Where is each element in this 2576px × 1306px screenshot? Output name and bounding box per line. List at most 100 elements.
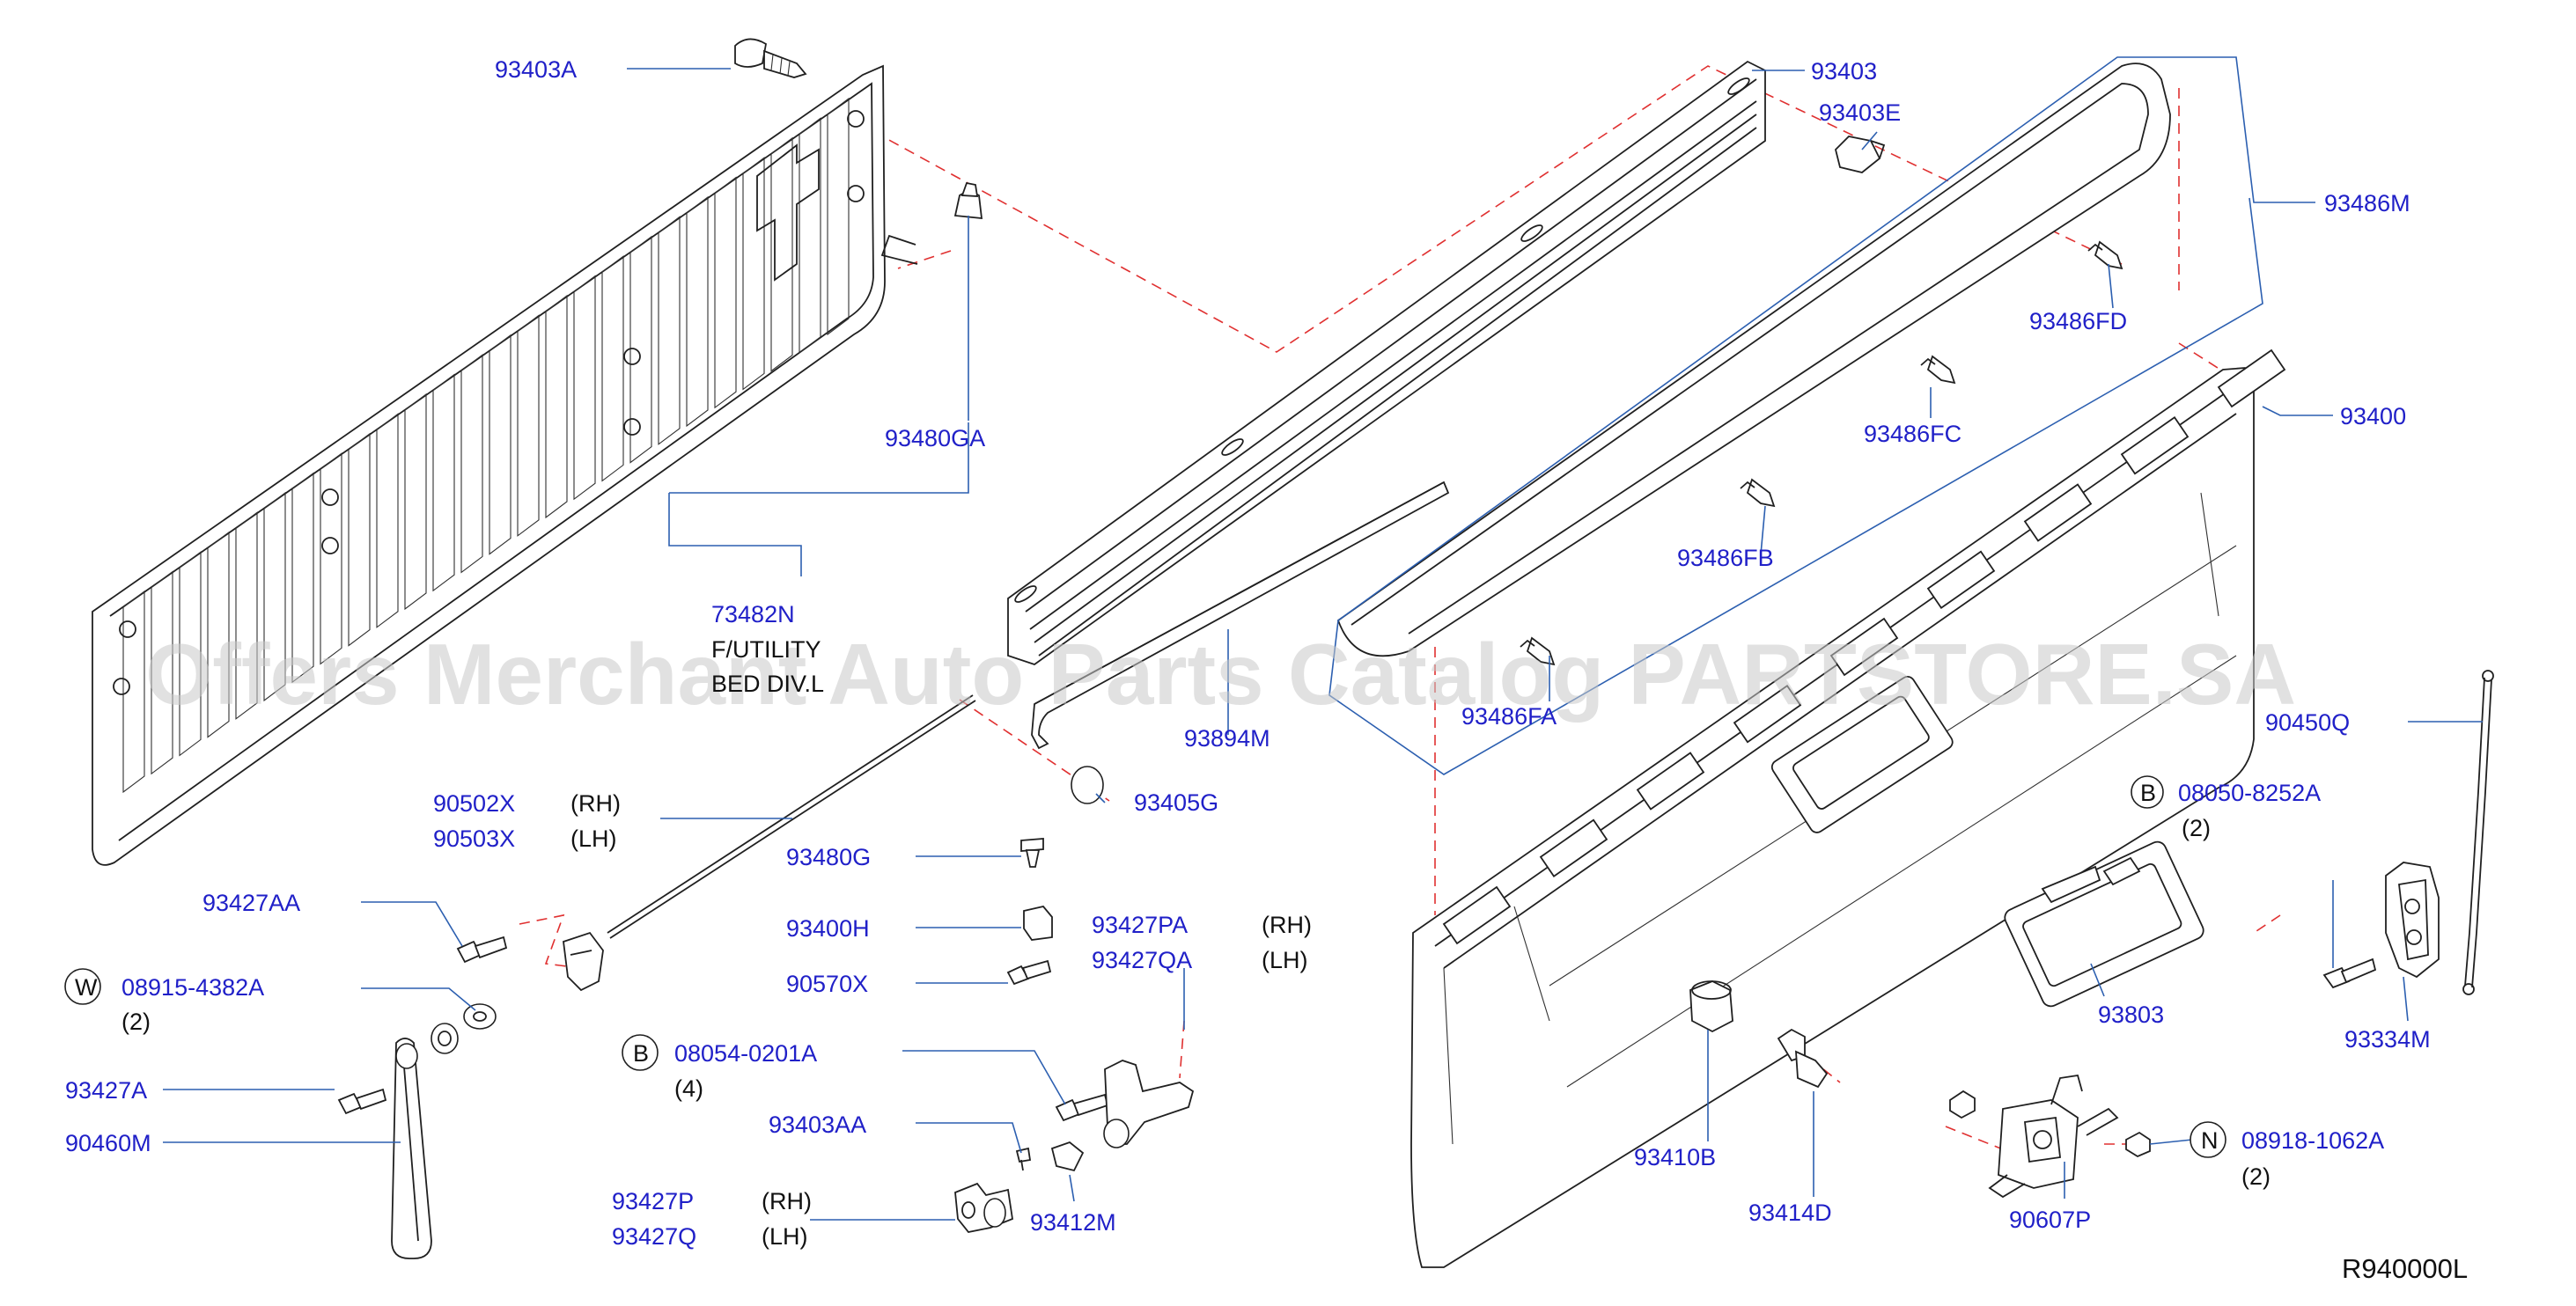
- divider-rib: [799, 117, 821, 354]
- label-93400h: 93400H: [786, 915, 870, 942]
- clip-93412m: [1050, 1141, 1085, 1172]
- label-08915-4382a: 08915-4382A: [121, 974, 264, 1001]
- divider-rib: [827, 97, 850, 336]
- callout-w: [64, 968, 101, 1005]
- tailgate-outer-panel: [1336, 62, 2171, 657]
- label-08054-0201a: 08054-0201A: [674, 1040, 817, 1067]
- screw-93403a: [734, 38, 807, 78]
- divider-rib: [207, 531, 230, 738]
- note-90503x: (LH): [570, 825, 617, 852]
- note-93427pa: (RH): [1262, 912, 1312, 938]
- bed-divider-panel: [92, 64, 886, 866]
- divider-rib: [714, 176, 737, 409]
- label-93403a: 93403A: [495, 56, 577, 83]
- label-93803: 93803: [2098, 1002, 2164, 1028]
- divider-rib: [235, 511, 258, 720]
- screw-93480g: [1020, 838, 1044, 868]
- label-93400: 93400: [2340, 403, 2406, 429]
- strap-90460m: [391, 1023, 459, 1259]
- label-90503x: 90503X: [433, 825, 515, 852]
- label-93486fa: 93486FA: [1461, 703, 1557, 730]
- clip-93403e: [1835, 136, 1886, 173]
- tailgate-bracket: [1829, 617, 1899, 677]
- divider-rib: [320, 452, 342, 665]
- leader-lines: [163, 56, 2483, 1221]
- label-93414d: 93414D: [1748, 1200, 1832, 1226]
- label-93894m: 93894M: [1184, 725, 1270, 752]
- label-93403e: 93403E: [1819, 99, 1901, 126]
- label-93427qa: 93427QA: [1092, 947, 1192, 973]
- callout-circles: [64, 775, 2226, 1158]
- handle-93803: [2004, 840, 2204, 1008]
- label-93427a: 93427A: [65, 1077, 147, 1104]
- divider-handle: [113, 110, 918, 695]
- divider-rib: [545, 294, 568, 519]
- plug-93405g: [1071, 766, 1104, 804]
- note-73482n-line2: BED DIV.L: [711, 671, 824, 697]
- divider-rib: [151, 570, 173, 775]
- tailgate-bracket: [1442, 885, 1512, 945]
- tailgate-bracket: [1926, 550, 1996, 610]
- divider-rib: [263, 491, 286, 702]
- divider-rib: [489, 334, 512, 555]
- label-90460m: 90460M: [65, 1130, 151, 1156]
- divider-rib: [122, 590, 145, 794]
- label-90570x: 90570X: [786, 971, 868, 997]
- divider-rib: [629, 235, 652, 464]
- hinge-93427p: [954, 1182, 1013, 1233]
- divider-rib: [770, 136, 793, 372]
- label-08050-8252a: 08050-8252A: [2178, 780, 2321, 806]
- pin-93403aa: [1015, 1147, 1032, 1171]
- label-90607p: 90607P: [2009, 1207, 2091, 1233]
- tailgate-bracket: [1733, 684, 1802, 744]
- callout-letter-n: N: [2201, 1127, 2219, 1154]
- callout-b-1: [2131, 775, 2164, 809]
- divider-rib: [376, 413, 399, 628]
- callout-letter-b-1: B: [2140, 780, 2156, 806]
- label-08918-1062a: 08918-1062A: [2241, 1127, 2384, 1154]
- divider-rib: [601, 255, 624, 482]
- divider-rib: [742, 157, 765, 391]
- qty-08050-8252a: (2): [2182, 815, 2211, 841]
- hinge-93334m: [2385, 862, 2440, 979]
- callout-n: [2190, 1121, 2226, 1158]
- label-93480ga: 93480GA: [885, 425, 985, 451]
- label-73482n: 73482N: [711, 601, 795, 627]
- divider-rib: [179, 551, 202, 757]
- label-93486fc: 93486FC: [1864, 421, 1961, 447]
- note-93427q: (LH): [762, 1223, 808, 1250]
- label-93334m: 93334M: [2344, 1026, 2431, 1053]
- clip-93480ga: [953, 181, 983, 220]
- washer-08915-4382a: [463, 1003, 497, 1030]
- qty-08915-4382a: (2): [121, 1009, 151, 1035]
- label-93412m: 93412M: [1030, 1209, 1116, 1236]
- bolt-93414d: [1777, 1028, 1829, 1089]
- divider-rib: [658, 216, 681, 445]
- bolt-93427a: [337, 1088, 387, 1115]
- trim-clips: [1520, 240, 2123, 666]
- bushing-93410b: [1689, 980, 1733, 1033]
- bracket-93427pa: [1103, 1060, 1195, 1148]
- label-93480g: 93480G: [786, 844, 871, 870]
- note-93427p: (RH): [762, 1188, 812, 1214]
- divider-rib: [686, 195, 709, 428]
- tailgate-bracket: [1539, 818, 1608, 878]
- note-90502x: (RH): [570, 790, 621, 817]
- divider-ribs: [122, 97, 850, 794]
- support-rod-90450q: [2462, 670, 2494, 995]
- divider-rib: [291, 472, 314, 684]
- divider-rib: [404, 393, 427, 611]
- divider-rib: [348, 432, 371, 647]
- callout-letter-b-2: B: [633, 1040, 649, 1067]
- tailgate-brackets: [1442, 349, 2286, 945]
- label-93486fb: 93486FB: [1677, 545, 1774, 571]
- qty-08054-0201a: (4): [674, 1075, 703, 1102]
- label-90502x: 90502X: [433, 790, 515, 817]
- bolt-90570x: [1006, 959, 1052, 986]
- label-93427p: 93427P: [612, 1188, 694, 1214]
- block-93400h: [1023, 906, 1053, 941]
- label-90450q: 90450Q: [2265, 709, 2350, 736]
- diagram-reference-code: R940000L: [2342, 1253, 2468, 1284]
